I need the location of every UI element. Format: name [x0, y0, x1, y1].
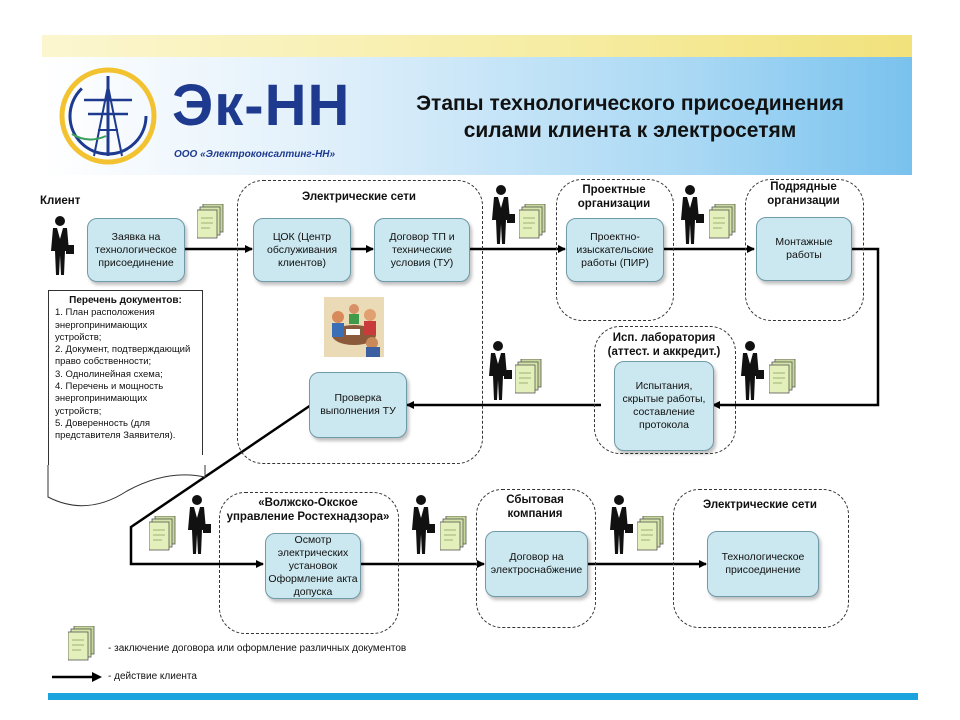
company-legal-name: ООО «Электроконсалтинг-НН»: [174, 149, 336, 160]
header-banner: [42, 57, 912, 175]
page-title-line1: Этапы технологического присоединения: [416, 92, 844, 115]
group-lab-label: Исп. лаборатория (аттест. и аккредит.): [607, 332, 721, 358]
step-supply-contract: Договор на электроснабжение: [485, 531, 588, 597]
legend-document-icon: [68, 626, 95, 661]
step-pir: Проектно-изыскательские работы (ПИР): [566, 218, 664, 282]
meeting-illustration-icon: [324, 297, 384, 357]
legend-arrow-icon: [52, 672, 102, 682]
client-person-icon: [489, 341, 512, 400]
footer-accent-bar: [48, 693, 918, 700]
group-lab: [594, 326, 736, 454]
arrow-check-inspection: [129, 403, 312, 568]
document-stack-icon: [440, 516, 467, 551]
step-inspection: Осмотр электрических установок Оформлени…: [265, 533, 361, 599]
step-connection: Технологическое присоединение: [707, 531, 819, 597]
documents-list-item: 3. Однолинейная схема;: [55, 368, 163, 380]
group-design: [556, 179, 674, 321]
group-contractors: [745, 179, 864, 321]
page-title: Этапы технологического присоединения сил…: [360, 90, 900, 144]
page-title-line2: силами клиента к электросетям: [463, 119, 797, 142]
client-person-icon: [188, 495, 211, 554]
arrow-install-tests: [712, 247, 880, 409]
documents-list-item: 1. План расположения энергопринимающих у…: [55, 307, 155, 343]
company-logo-icon: [59, 67, 157, 165]
client-person-icon: [610, 495, 633, 554]
legend-action-text: - действие клиента: [108, 671, 197, 682]
group-grid1: [237, 180, 483, 464]
documents-list-item: 2. Документ, подтверждающий право собств…: [55, 344, 191, 368]
step-tests: Испытания, скрытые работы, составление п…: [614, 361, 714, 451]
client-person-icon: [741, 341, 764, 400]
documents-list: Перечень документов: 1. План расположени…: [48, 290, 203, 466]
group-rostekh: [219, 492, 399, 634]
step-install: Монтажные работы: [756, 217, 852, 281]
step-tsok: ЦОК (Центр обслуживания клиентов): [253, 218, 351, 282]
document-stack-icon: [515, 359, 542, 394]
group-grid2-label: Электрические сети: [702, 499, 817, 511]
group-sales: [476, 489, 596, 628]
documents-list-title: Перечень документов:: [69, 295, 182, 306]
company-name: Эк-НН: [172, 73, 351, 138]
document-stack-icon: [149, 516, 176, 551]
documents-list-item: 5. Доверенность (для представителя Заяви…: [55, 417, 176, 442]
client-person-icon: [412, 495, 435, 554]
documents-list-curl: [47, 455, 206, 507]
document-stack-icon: [197, 204, 224, 239]
step-check-tu: Проверка выполнения ТУ: [309, 372, 407, 438]
client-person-icon: [492, 185, 515, 244]
step-contract-tp: Договор ТП и технические условия (ТУ): [374, 218, 470, 282]
header-accent-bar: [42, 35, 912, 57]
group-rostekh-label: «Волжско-Окское управление Ростехнадзора…: [226, 497, 390, 523]
group-sales-label: Сбытовая компания: [506, 494, 564, 520]
legend-docs-text: - заключение договора или оформление раз…: [108, 643, 407, 654]
documents-list-item: 4. Перечень и мощность энергопринимающих…: [55, 381, 164, 417]
client-label: Клиент: [40, 195, 81, 207]
document-stack-icon: [769, 359, 796, 394]
group-grid2: [673, 489, 849, 628]
client-person-icon: [681, 185, 704, 244]
client-person-icon: [51, 216, 74, 275]
group-design-label: Проектные организации: [577, 184, 651, 210]
group-grid1-label: Электрические сети: [301, 191, 416, 203]
group-contractors-label: Подрядные организации: [767, 181, 840, 207]
document-stack-icon: [637, 516, 664, 551]
document-stack-icon: [519, 204, 546, 239]
document-stack-icon: [709, 204, 736, 239]
step-request: Заявка на технологическое присоединение: [87, 218, 185, 282]
